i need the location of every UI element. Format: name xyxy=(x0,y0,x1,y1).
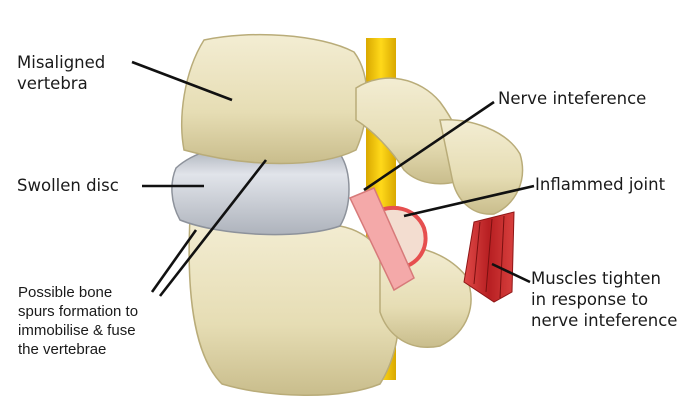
label-spurs-line4: the vertebrae xyxy=(18,341,107,358)
label-swollen-disc: Swollen disc xyxy=(17,176,119,195)
label-misaligned-line2: vertebra xyxy=(17,74,88,93)
label-muscles-line1: Muscles tighten xyxy=(531,269,662,288)
muscle-fiber xyxy=(499,215,505,299)
muscle-fiber xyxy=(473,221,481,285)
label-muscles-line3: nerve inteference xyxy=(531,311,678,330)
label-inflamed-joint: Inflammed joint xyxy=(535,175,666,194)
label-bone-spurs: Possible bone spurs formation to immobil… xyxy=(18,283,138,359)
spinous-process xyxy=(439,119,524,215)
leader-spurs-2 xyxy=(158,159,268,297)
label-muscles-line2: in response to xyxy=(531,290,649,309)
label-muscles-tighten: Muscles tighten in response to nerve int… xyxy=(531,268,677,331)
nerve-root xyxy=(348,187,415,292)
leader-lines xyxy=(131,60,535,297)
upper-vertebra xyxy=(181,33,368,165)
leader-spurs-1 xyxy=(150,229,198,293)
label-spurs-line3: immobilise & fuse xyxy=(18,322,136,339)
label-misaligned-vertebra: Misaligned vertebra xyxy=(17,52,105,94)
muscle-fiber xyxy=(485,218,493,293)
label-spurs-line2: spurs formation to xyxy=(18,303,139,320)
leader-joint xyxy=(403,184,535,218)
leader-misaligned xyxy=(131,60,233,102)
label-nerve-interference: Nerve inteference xyxy=(498,89,647,108)
lower-vertebra xyxy=(188,216,400,396)
leader-nerve xyxy=(363,100,495,192)
label-misaligned-line1: Misaligned xyxy=(17,53,106,72)
leader-muscle xyxy=(491,262,531,284)
label-spurs-line1: Possible bone xyxy=(18,284,113,301)
